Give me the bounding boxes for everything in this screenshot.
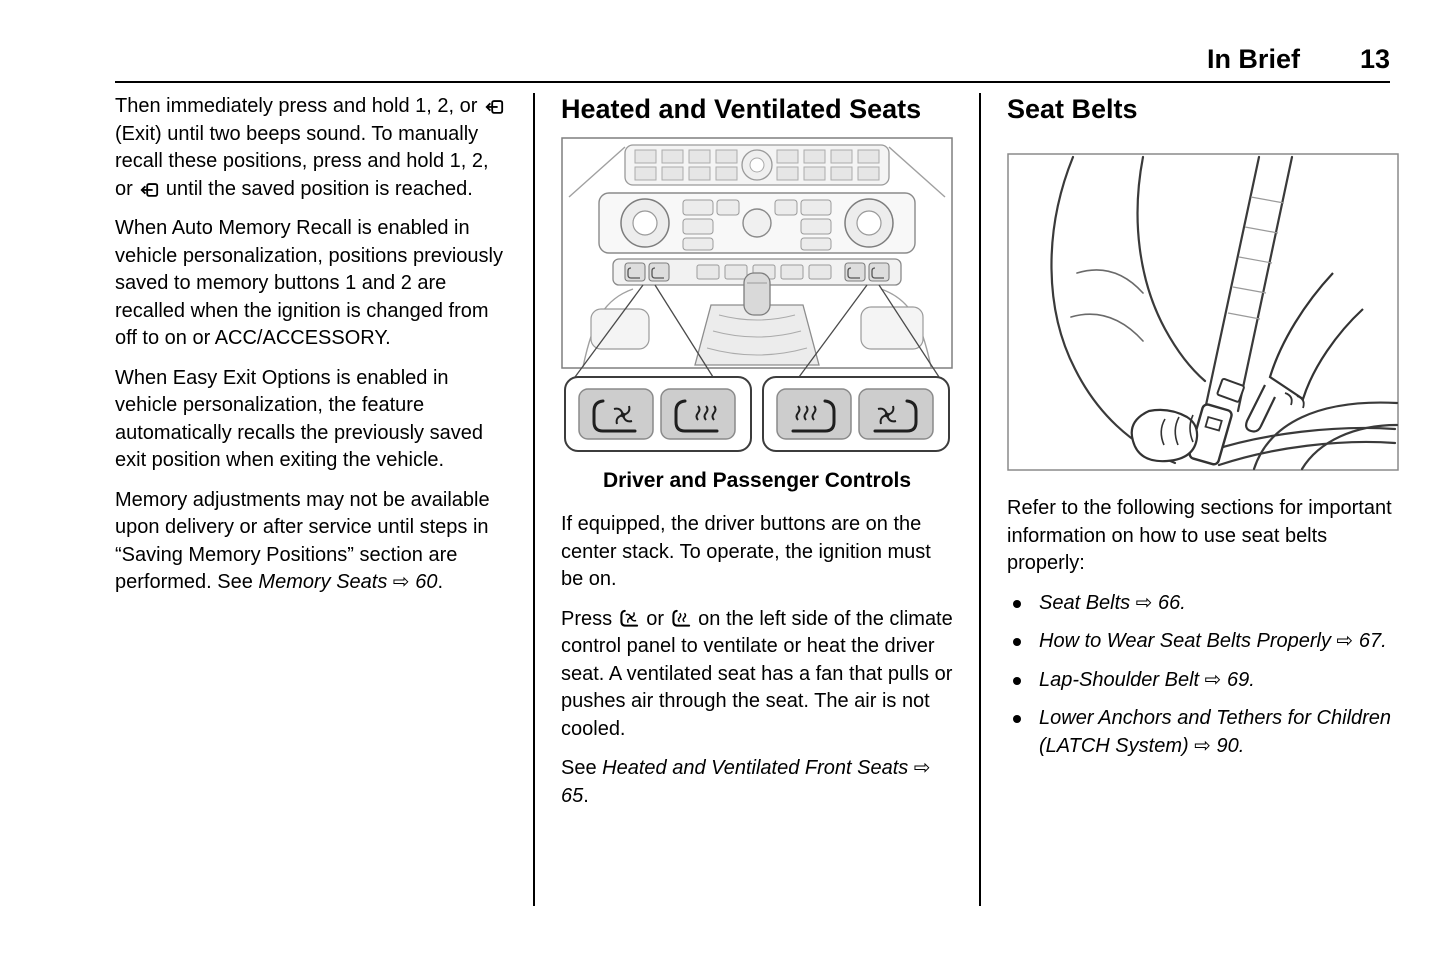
text-run: Then immediately press and hold 1, 2, or (115, 95, 483, 117)
text-run: Heated and Ventilated Front Seats (602, 757, 909, 779)
reference-latch-system: Lower Anchors and Tethers for Children (… (1039, 705, 1399, 760)
text-run: or (640, 607, 670, 630)
bullet-icon (1013, 715, 1021, 723)
ventilated-seat-icon (618, 609, 641, 628)
paragraph-memory-adjustments: Memory adjustments may not be available … (115, 487, 507, 597)
text-run: See (561, 757, 603, 779)
text-run: . (1249, 668, 1255, 691)
paragraph-auto-memory-recall: When Auto Memory Recall is enabled in ve… (115, 215, 507, 353)
passenger-seat-buttons (776, 388, 934, 440)
text-run: . (1180, 591, 1186, 614)
text-run: . (583, 784, 589, 807)
list-item: Lap-Shoulder Belt ⇨ 69. (1007, 667, 1399, 695)
text-run: How to Wear Seat Belts Properly (1039, 630, 1331, 652)
text-run: . (1238, 734, 1245, 757)
text-run: on the left side of the climate control … (561, 607, 953, 740)
text-run: ⇨ 65 (561, 757, 931, 807)
paragraph-see-reference: See Heated and Ventilated Front Seats ⇨ … (561, 755, 953, 810)
reference-seat-belts: Seat Belts ⇨ 66. (1039, 590, 1399, 618)
right-column: Seat Belts (1007, 93, 1399, 906)
seat-belt-illustration (1007, 153, 1399, 471)
text-run: ⇨ 69 (1199, 668, 1250, 691)
driver-seat-buttons (578, 388, 736, 440)
heading-seat-belts: Seat Belts (1007, 94, 1138, 124)
text-run: Press (561, 607, 618, 630)
text-run: Memory Seats (258, 571, 388, 593)
text-run: Lower Anchors and Tethers for Children (… (1039, 707, 1392, 757)
text-run: ⇨ 90 (1188, 734, 1239, 757)
reference-lap-shoulder-belt: Lap-Shoulder Belt ⇨ 69. (1039, 667, 1399, 695)
text-run: Seat Belts (1039, 591, 1131, 614)
exit-seat-icon (138, 181, 160, 198)
section-title: In Brief (1206, 44, 1300, 74)
list-item: How to Wear Seat Belts Properly ⇨ 67. (1007, 628, 1399, 656)
exit-seat-icon (483, 98, 505, 115)
reference-how-to-wear: How to Wear Seat Belts Properly ⇨ 67. (1039, 628, 1399, 656)
text-run: until the saved position is reached. (160, 177, 473, 200)
heated-seat-icon (670, 609, 693, 628)
paragraph-easy-exit: When Easy Exit Options is enabled in veh… (115, 365, 507, 475)
text-run: . (437, 571, 444, 593)
text-run: Memory adjustments may not be available … (115, 488, 490, 594)
paragraph-press-buttons: Press or on the left side of the climate… (561, 606, 953, 744)
paragraph-refer-sections: Refer to the following sections for impo… (1007, 495, 1399, 578)
page-header: In Brief 13 (115, 44, 1390, 75)
middle-column: Heated and Ventilated Seats (561, 93, 953, 906)
bullet-icon (1013, 599, 1021, 608)
text-run: When Easy Exit Options is enabled in veh… (115, 366, 483, 472)
header-rule (115, 81, 1390, 83)
paragraph-if-equipped: If equipped, the driver buttons are on t… (561, 511, 953, 594)
seat-belt-reference-list: Seat Belts ⇨ 66. How to Wear Seat Belts … (1007, 590, 1399, 761)
paragraph-memory-recall: Then immediately press and hold 1, 2, or… (115, 93, 507, 203)
text-run: (Exit) until two beeps sound. To manuall… (115, 122, 489, 200)
text-run: . (1381, 630, 1387, 652)
text-run: When Auto Memory Recall is enabled in ve… (115, 217, 503, 349)
text-run: If equipped, the driver buttons are on t… (561, 513, 931, 590)
bullet-icon (1013, 638, 1021, 646)
bullet-icon (1013, 676, 1021, 685)
figure-caption: Driver and Passenger Controls (602, 469, 912, 492)
list-item: Lower Anchors and Tethers for Children (… (1007, 705, 1399, 760)
column-divider (533, 93, 535, 906)
page-number: 13 (1359, 44, 1390, 74)
text-run: ⇨ 66 (1130, 591, 1181, 614)
text-run: Lap-Shoulder Belt (1039, 668, 1200, 691)
column-divider (979, 93, 981, 906)
center-stack-illustration (561, 137, 953, 452)
left-column: Then immediately press and hold 1, 2, or… (115, 93, 507, 906)
seat-belt-figure (1007, 153, 1399, 471)
text-run: Refer to the following sections for impo… (1007, 497, 1392, 574)
text-run: ⇨ 67 (1330, 630, 1382, 652)
text-run: ⇨ 60 (387, 571, 438, 593)
list-item: Seat Belts ⇨ 66. (1007, 590, 1399, 618)
heading-heated-ventilated-seats: Heated and Ventilated Seats (561, 94, 922, 124)
page-columns: Then immediately press and hold 1, 2, or… (115, 93, 1399, 906)
center-stack-figure: Driver and Passenger Controls (561, 137, 953, 493)
